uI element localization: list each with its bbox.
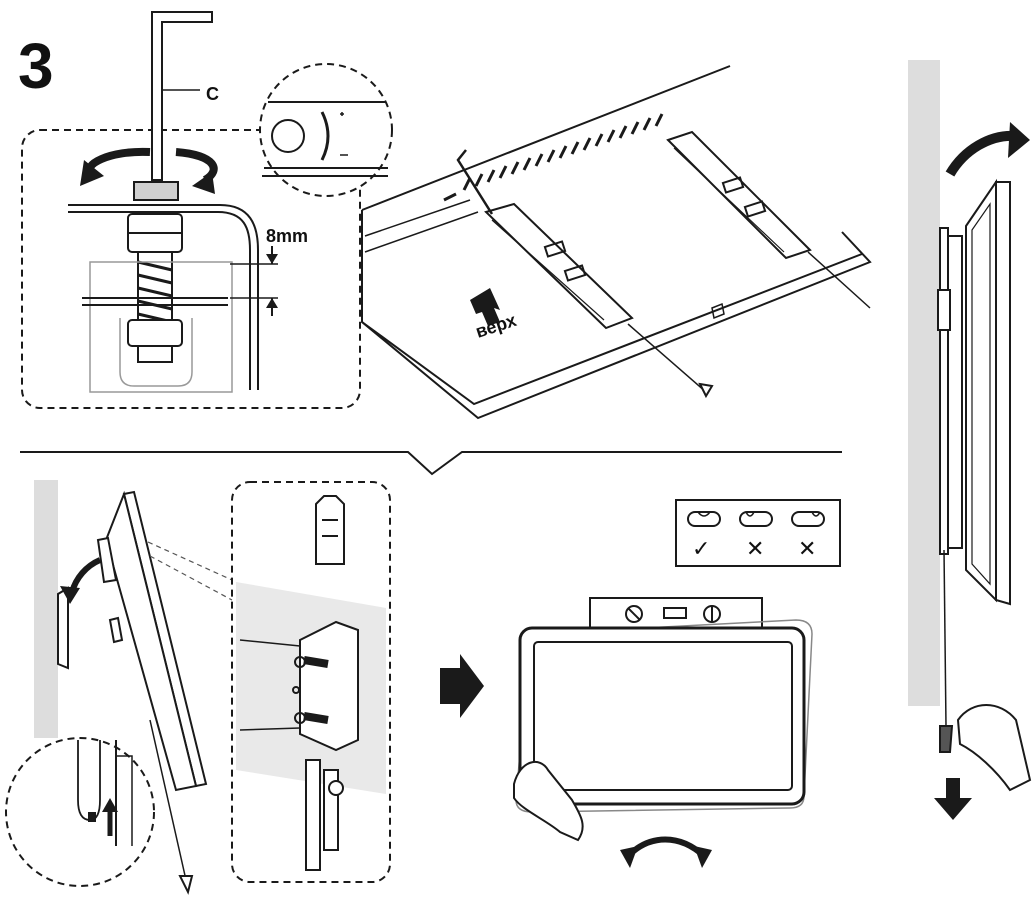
bracket-zoom-panel xyxy=(231,481,391,883)
check-icon: ✓ xyxy=(692,536,710,561)
right-arrow-icon xyxy=(440,654,484,718)
up-arrow-icon xyxy=(470,288,500,326)
slot-magnifier xyxy=(259,63,393,197)
allen-key-icon xyxy=(151,11,213,181)
tv-back-view xyxy=(361,65,872,420)
tool-label: C xyxy=(206,84,219,104)
rotate-arrow-icon xyxy=(80,147,218,194)
level-adjust-panel xyxy=(440,597,813,868)
direction-label: верх xyxy=(473,310,519,342)
step-number: 3 xyxy=(18,30,54,102)
hanging-tv-panel xyxy=(5,480,208,895)
hand-icon xyxy=(513,760,584,842)
bolt-detail-panel xyxy=(21,11,361,409)
section-divider xyxy=(20,451,842,476)
down-arrow-icon xyxy=(934,778,972,820)
side-view-panel xyxy=(908,60,1032,820)
alignment-check-box xyxy=(675,499,841,567)
cross-icon: ✕ xyxy=(798,536,816,561)
right-tv-bracket xyxy=(666,130,812,260)
left-tv-bracket xyxy=(484,202,634,330)
cross-icon: ✕ xyxy=(746,536,764,561)
gap-dimension-label: 8mm xyxy=(266,226,308,246)
